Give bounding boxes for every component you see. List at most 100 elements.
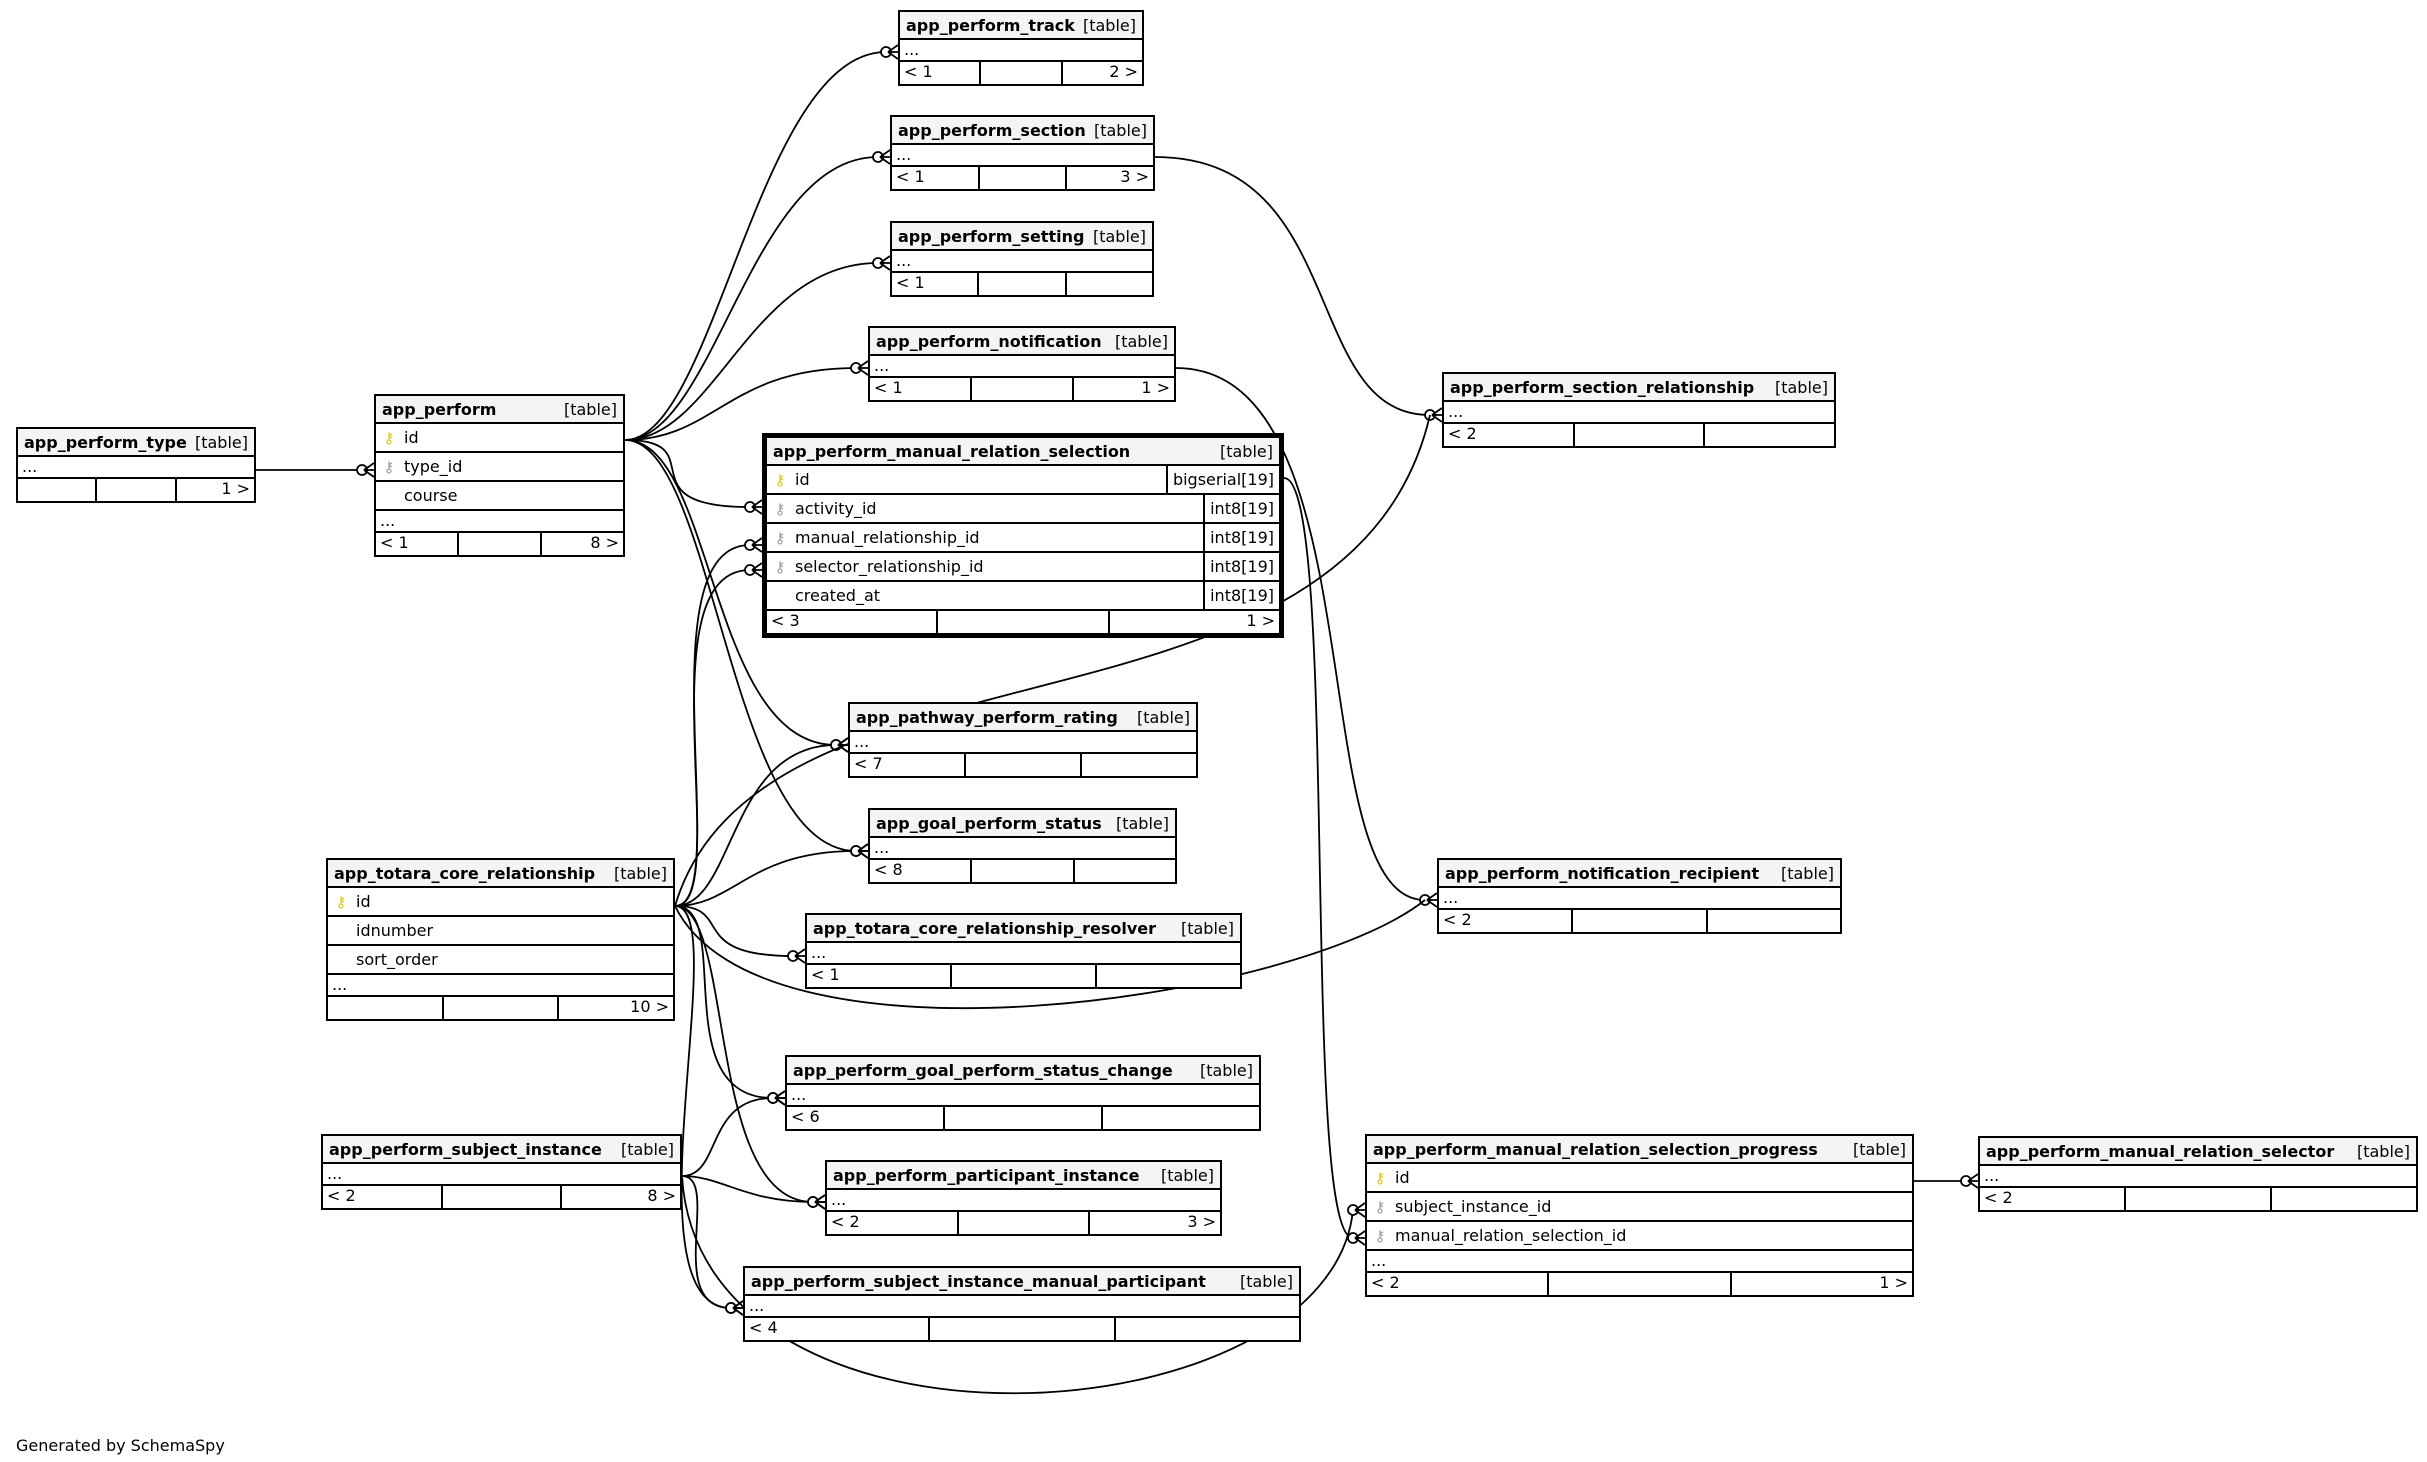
table-perform-type[interactable]: app_perform_type[table]...1 > xyxy=(16,427,256,503)
row-count xyxy=(970,860,1072,882)
table-type-tag: [table] xyxy=(1092,226,1146,246)
table-goal-status[interactable]: app_goal_perform_status[table]...< 8 xyxy=(868,808,1177,884)
child-count: 8 > xyxy=(540,533,623,555)
table-notif-recipient[interactable]: app_perform_notification_recipient[table… xyxy=(1437,858,1842,934)
row-count xyxy=(956,1212,1089,1234)
table-name: app_perform_setting xyxy=(898,226,1085,246)
many-marker xyxy=(751,499,763,515)
relationship-line xyxy=(674,569,751,907)
parent-count: < 2 xyxy=(1443,910,1472,929)
table-mrs-progress[interactable]: app_perform_manual_relation_selection_pr… xyxy=(1365,1134,1914,1297)
child-count xyxy=(1705,910,1840,932)
primary-key-icon: ⚷ xyxy=(335,892,347,911)
optional-marker xyxy=(1347,1232,1359,1244)
more-columns-ellipsis: ... xyxy=(892,145,1153,167)
many-marker xyxy=(814,1194,826,1210)
table-type-tag: [table] xyxy=(1093,120,1147,140)
column-row: ⚷id xyxy=(328,888,673,917)
parent-count: < 7 xyxy=(854,754,883,773)
parent-count: < 1 xyxy=(380,533,409,552)
optional-marker xyxy=(767,1092,779,1104)
child-count xyxy=(1101,1107,1259,1129)
column-name: manual_relation_selection_id xyxy=(1395,1226,1627,1245)
column-name: manual_relationship_id xyxy=(795,528,980,547)
table-header: app_perform_manual_relation_selection_pr… xyxy=(1367,1136,1912,1164)
optional-marker xyxy=(850,362,862,374)
many-marker xyxy=(1354,1230,1366,1246)
many-marker xyxy=(857,360,869,376)
table-header: app_goal_perform_status[table] xyxy=(870,810,1175,838)
column-name: subject_instance_id xyxy=(1395,1197,1552,1216)
row-count xyxy=(457,533,540,555)
row-count xyxy=(928,1318,1113,1340)
child-count xyxy=(1080,754,1196,776)
table-name: app_perform_section xyxy=(898,120,1086,140)
relationship-line xyxy=(624,51,887,441)
table-participant[interactable]: app_perform_participant_instance[table].… xyxy=(825,1160,1222,1236)
relationship-line xyxy=(674,544,751,907)
child-count: 10 > xyxy=(557,997,673,1019)
many-marker xyxy=(879,255,891,271)
table-name: app_perform_subject_instance xyxy=(329,1139,602,1159)
optional-marker xyxy=(744,539,756,551)
table-subject-instance[interactable]: app_perform_subject_instance[table]...< … xyxy=(321,1134,682,1210)
column-row: ⚷id xyxy=(1367,1164,1912,1193)
table-core-resolver[interactable]: app_totara_core_relationship_resolver[ta… xyxy=(805,913,1242,989)
table-header: app_perform_notification_recipient[table… xyxy=(1439,860,1840,888)
many-marker xyxy=(857,843,869,859)
table-type-tag: [table] xyxy=(1219,441,1273,461)
table-header: app_perform[table] xyxy=(376,396,623,424)
table-setting[interactable]: app_perform_setting[table]...< 1 xyxy=(890,221,1154,297)
table-mrs[interactable]: app_perform_manual_relation_selection[ta… xyxy=(762,433,1284,638)
column-row: sort_order xyxy=(328,946,673,975)
column-row: idnumber xyxy=(328,917,673,946)
table-type-tag: [table] xyxy=(1239,1271,1293,1291)
table-header: app_perform_notification[table] xyxy=(870,328,1174,356)
child-count xyxy=(1072,860,1175,882)
table-header: app_perform_type[table] xyxy=(18,429,254,457)
relationship-line xyxy=(674,744,837,907)
table-section-rel[interactable]: app_perform_section_relationship[table].… xyxy=(1442,372,1836,448)
table-header: app_perform_goal_perform_status_change[t… xyxy=(787,1057,1259,1085)
table-name: app_pathway_perform_rating xyxy=(856,707,1118,727)
relationship-line xyxy=(1283,477,1354,1239)
table-header: app_totara_core_relationship[table] xyxy=(328,860,673,888)
many-marker xyxy=(814,1194,826,1210)
many-marker xyxy=(879,149,891,165)
table-goal-change[interactable]: app_perform_goal_perform_status_change[t… xyxy=(785,1055,1261,1131)
table-type-tag: [table] xyxy=(1114,331,1168,351)
table-pathway-rating[interactable]: app_pathway_perform_rating[table]...< 7 xyxy=(848,702,1198,778)
child-count xyxy=(2270,1188,2416,1210)
parent-count: < 2 xyxy=(1448,424,1477,443)
parent-count: < 8 xyxy=(874,860,903,879)
foreign-key-icon: ⚷ xyxy=(774,528,786,547)
parent-count: < 1 xyxy=(896,273,925,292)
table-name: app_totara_core_relationship xyxy=(334,863,596,883)
child-count: 1 > xyxy=(1107,611,1279,633)
column-name: id xyxy=(795,470,810,489)
optional-marker xyxy=(850,845,862,857)
column-type: int8[19] xyxy=(1203,582,1279,609)
parent-count: < 4 xyxy=(749,1318,778,1337)
column-row: ⚷type_id xyxy=(376,453,623,482)
column-type: int8[19] xyxy=(1203,495,1279,522)
optional-marker xyxy=(880,46,892,58)
row-count xyxy=(970,378,1072,400)
optional-marker xyxy=(807,1196,819,1208)
table-mr-selector[interactable]: app_perform_manual_relation_selector[tab… xyxy=(1978,1136,2418,1212)
parent-count xyxy=(328,997,442,1019)
foreign-key-icon: ⚷ xyxy=(774,499,786,518)
table-sim-participant[interactable]: app_perform_subject_instance_manual_part… xyxy=(743,1266,1301,1342)
child-count: 1 > xyxy=(174,479,254,501)
many-marker xyxy=(857,843,869,859)
